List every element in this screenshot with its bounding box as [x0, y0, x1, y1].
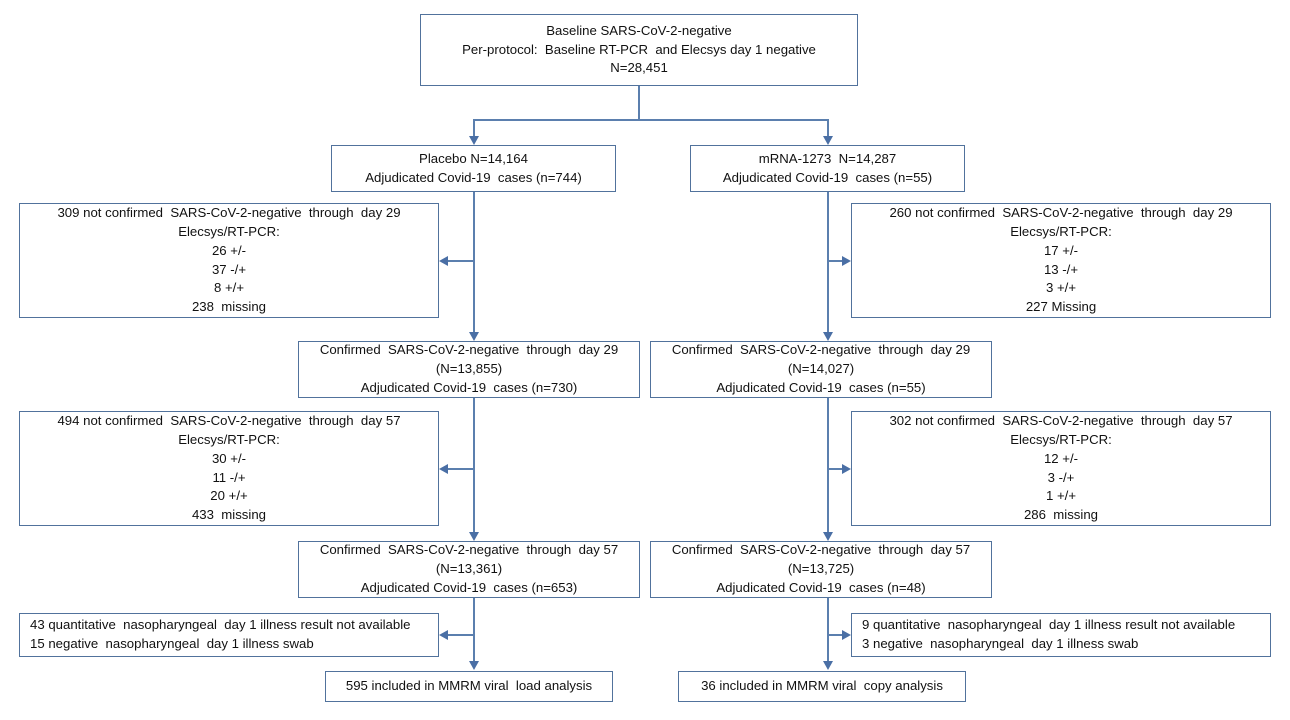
box-final-left-mmrm: 595 included in MMRM viral load analysis [325, 671, 613, 702]
conf-left-d29-line-3: Adjudicated Covid-19 cases (n=730) [360, 379, 578, 395]
excl-left-d29-line-3: 26 +/- [211, 242, 247, 258]
conf-right-d29-line-2: (N=14,027) [787, 361, 855, 377]
final-right-line-1: 36 included in MMRM viral copy analysis [701, 678, 943, 694]
excl-right-d57-line-3: 12 +/- [1043, 450, 1079, 466]
excl-right-d29-line-4: 13 -/+ [1043, 261, 1079, 277]
arrowhead-to-mrna [822, 136, 833, 145]
excl-left-swab-line-2: 15 negative nasopharyngeal day 1 illness… [30, 636, 314, 651]
excl-left-d57-line-3: 30 +/- [211, 450, 247, 466]
box-baseline-line-3: N=28,451 [610, 60, 668, 76]
conf-right-d57-line-3: Adjudicated Covid-19 cases (n=48) [716, 579, 926, 595]
excl-left-d57-line-5: 20 +/+ [210, 488, 248, 504]
conf-right-d57-line-1: Confirmed SARS-CoV-2-negative through da… [671, 542, 971, 558]
box-confirmed-left-day29: Confirmed SARS-CoV-2-negative through da… [298, 341, 640, 398]
connector-to-mrna [827, 119, 829, 137]
box-mrna-line-2: Adjudicated Covid-19 cases (n=55) [722, 169, 933, 185]
box-mrna-1273: mRNA-1273 N=14,287 Adjudicated Covid-19 … [690, 145, 965, 192]
box-excluded-left-swab: 43 quantitative nasopharyngeal day 1 ill… [19, 613, 439, 657]
arrowhead-conf-left-d29 [468, 332, 479, 341]
box-confirmed-left-day57: Confirmed SARS-CoV-2-negative through da… [298, 541, 640, 598]
box-baseline: Baseline SARS-CoV-2-negative Per-protoco… [420, 14, 858, 86]
arrowhead-excl-left-swab [439, 629, 448, 640]
box-baseline-line-2: Per-protocol: Baseline RT-PCR and Elecsy… [462, 41, 816, 57]
excl-right-d29-line-3: 17 +/- [1043, 242, 1079, 258]
conf-right-d29-line-1: Confirmed SARS-CoV-2-negative through da… [671, 342, 971, 358]
connector-excl-right-d29-branch [827, 260, 843, 262]
excl-left-d57-line-1: 494 not confirmed SARS-CoV-2-negative th… [57, 413, 401, 429]
arrowhead-excl-right-d29 [842, 255, 851, 266]
box-excluded-right-day29: 260 not confirmed SARS-CoV-2-negative th… [851, 203, 1271, 318]
connector-placebo-to-conf-d29 [473, 192, 475, 333]
arrowhead-final-left [468, 661, 479, 670]
excl-right-d29-line-6: 227 Missing [1025, 298, 1097, 314]
conf-right-d57-line-2: (N=13,725) [787, 561, 855, 577]
arrowhead-excl-right-d57 [842, 463, 851, 474]
box-excluded-left-day57: 494 not confirmed SARS-CoV-2-negative th… [19, 411, 439, 526]
excl-right-d57-line-2: Elecsys/RT-PCR: [1010, 432, 1112, 448]
box-mrna-line-1: mRNA-1273 N=14,287 [758, 150, 897, 166]
connector-baseline-stem [638, 86, 640, 120]
box-excluded-left-day29: 309 not confirmed SARS-CoV-2-negative th… [19, 203, 439, 318]
connector-to-placebo [473, 119, 475, 137]
final-left-line-1: 595 included in MMRM viral load analysis [345, 678, 593, 694]
box-placebo-line-2: Adjudicated Covid-19 cases (n=744) [365, 169, 582, 185]
connector-conf-right-d57-to-final [827, 598, 829, 662]
box-baseline-line-1: Baseline SARS-CoV-2-negative [546, 22, 732, 38]
arrowhead-conf-left-d57 [468, 532, 479, 541]
excl-right-d29-line-2: Elecsys/RT-PCR: [1010, 224, 1112, 240]
box-excluded-right-day57: 302 not confirmed SARS-CoV-2-negative th… [851, 411, 1271, 526]
excl-right-swab-line-1: 9 quantitative nasopharyngeal day 1 illn… [862, 617, 1236, 633]
excl-right-d29-line-1: 260 not confirmed SARS-CoV-2-negative th… [889, 205, 1233, 221]
arrowhead-final-right [822, 661, 833, 670]
excl-left-d29-line-2: Elecsys/RT-PCR: [178, 224, 280, 240]
box-confirmed-right-day57: Confirmed SARS-CoV-2-negative through da… [650, 541, 992, 598]
excl-left-d29-line-4: 37 -/+ [211, 261, 247, 277]
connector-conf-right-d29-to-d57 [827, 398, 829, 533]
excl-left-d29-line-5: 8 +/+ [213, 280, 245, 296]
conf-right-d29-line-3: Adjudicated Covid-19 cases (n=55) [716, 379, 926, 395]
conf-left-d29-line-2: (N=13,855) [435, 361, 503, 377]
excl-right-d57-line-5: 1 +/+ [1045, 488, 1077, 504]
excl-left-d29-line-6: 238 missing [191, 298, 267, 314]
excl-right-d29-line-5: 3 +/+ [1045, 280, 1077, 296]
excl-right-d57-line-4: 3 -/+ [1047, 469, 1075, 485]
arrowhead-excl-left-d29 [439, 255, 448, 266]
conf-left-d29-line-1: Confirmed SARS-CoV-2-negative through da… [319, 342, 619, 358]
box-confirmed-right-day29: Confirmed SARS-CoV-2-negative through da… [650, 341, 992, 398]
arrowhead-conf-right-d57 [822, 532, 833, 541]
connector-baseline-split-bar [473, 119, 828, 121]
connector-excl-left-swab-branch [448, 634, 474, 636]
connector-excl-left-d57-branch [448, 468, 474, 470]
box-placebo: Placebo N=14,164 Adjudicated Covid-19 ca… [331, 145, 616, 192]
arrowhead-to-placebo [468, 136, 479, 145]
excl-right-swab-line-2: 3 negative nasopharyngeal day 1 illness … [862, 636, 1139, 651]
conf-left-d57-line-3: Adjudicated Covid-19 cases (n=653) [360, 579, 578, 595]
connector-mrna-to-conf-d29 [827, 192, 829, 333]
arrowhead-excl-right-swab [842, 629, 851, 640]
box-excluded-right-swab: 9 quantitative nasopharyngeal day 1 illn… [851, 613, 1271, 657]
connector-excl-right-swab-branch [827, 634, 843, 636]
connector-excl-right-d57-branch [827, 468, 843, 470]
box-placebo-line-1: Placebo N=14,164 [419, 150, 528, 166]
connector-conf-left-d29-to-d57 [473, 398, 475, 533]
excl-right-d57-line-1: 302 not confirmed SARS-CoV-2-negative th… [889, 413, 1233, 429]
connector-conf-left-d57-to-final [473, 598, 475, 662]
conf-left-d57-line-1: Confirmed SARS-CoV-2-negative through da… [319, 542, 619, 558]
excl-left-d57-line-6: 433 missing [191, 506, 267, 522]
arrowhead-excl-left-d57 [439, 463, 448, 474]
arrowhead-conf-right-d29 [822, 332, 833, 341]
excl-right-d57-line-6: 286 missing [1023, 506, 1099, 522]
box-final-right-mmrm: 36 included in MMRM viral copy analysis [678, 671, 966, 702]
connector-excl-left-d29-branch [448, 260, 474, 262]
excl-left-d57-line-4: 11 -/+ [212, 469, 246, 485]
excl-left-swab-line-1: 43 quantitative nasopharyngeal day 1 ill… [30, 617, 411, 633]
excl-left-d57-line-2: Elecsys/RT-PCR: [178, 432, 280, 448]
excl-left-d29-line-1: 309 not confirmed SARS-CoV-2-negative th… [57, 205, 401, 221]
conf-left-d57-line-2: (N=13,361) [435, 561, 503, 577]
